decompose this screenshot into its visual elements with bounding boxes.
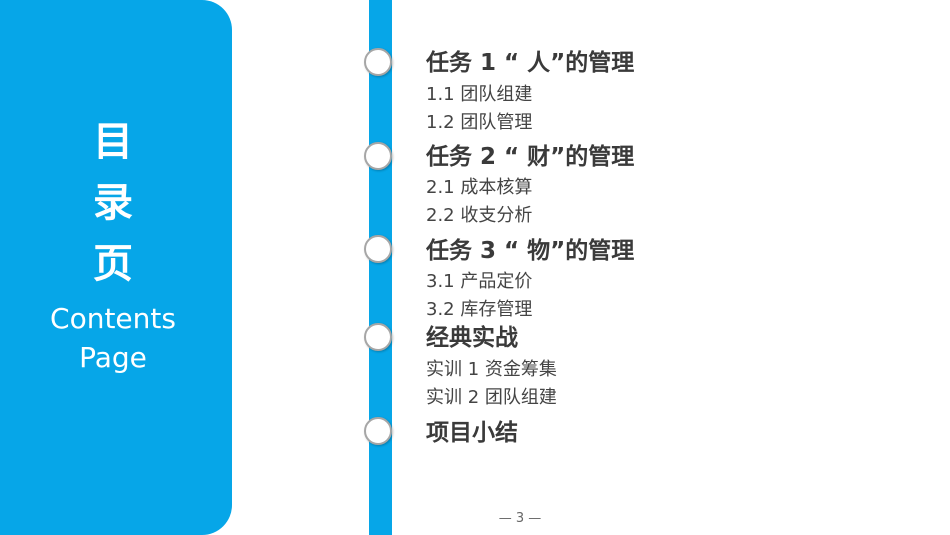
page-number: — 3 — xyxy=(498,511,542,526)
timeline-node-4 xyxy=(364,323,392,351)
title-char-1: 目 xyxy=(93,119,133,165)
timeline-node-3 xyxy=(364,235,392,263)
section-1-item-1[interactable]: 1.1 团队组建 xyxy=(426,84,533,105)
section-heading-3[interactable]: 任务 3 “ 物”的管理 xyxy=(426,238,635,264)
section-heading-2[interactable]: 任务 2 “ 财”的管理 xyxy=(426,144,635,170)
section-1-item-2[interactable]: 1.2 团队管理 xyxy=(426,112,533,133)
timeline-node-1 xyxy=(364,48,392,76)
section-2-item-1[interactable]: 2.1 成本核算 xyxy=(426,177,533,198)
title-char-3: 页 xyxy=(93,241,133,287)
section-heading-5[interactable]: 项目小结 xyxy=(426,420,518,446)
timeline-node-5 xyxy=(364,417,392,445)
section-heading-4[interactable]: 经典实战 xyxy=(426,325,518,351)
section-3-item-2[interactable]: 3.2 库存管理 xyxy=(426,299,533,320)
timeline-bar xyxy=(369,0,392,535)
section-3-item-1[interactable]: 3.1 产品定价 xyxy=(426,271,533,292)
section-4-item-2[interactable]: 实训 2 团队组建 xyxy=(426,387,557,408)
section-4-item-1[interactable]: 实训 1 资金筹集 xyxy=(426,359,557,380)
subtitle-line-1: Contents xyxy=(50,302,176,335)
section-2-item-2[interactable]: 2.2 收支分析 xyxy=(426,205,533,226)
section-heading-1[interactable]: 任务 1 “ 人”的管理 xyxy=(426,50,635,76)
title-char-2: 录 xyxy=(93,180,133,226)
title-panel: 目 录 页 Contents Page xyxy=(0,0,232,535)
timeline-node-2 xyxy=(364,142,392,170)
subtitle-line-2: Page xyxy=(79,341,147,374)
